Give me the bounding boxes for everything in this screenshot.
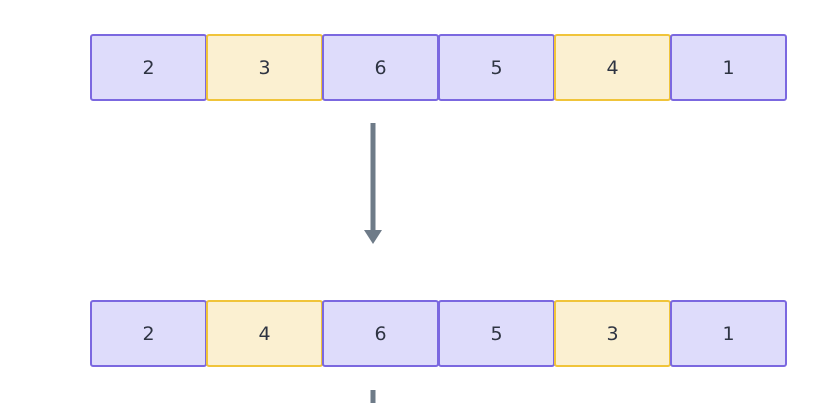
- array-before-cell-2: 6: [322, 34, 439, 101]
- array-after-cell-4: 3: [554, 300, 671, 367]
- arrow-down-icon: [364, 123, 382, 244]
- array-before-cell-3: 5: [438, 34, 555, 101]
- array-before: 2 3 6 5 4 1: [90, 34, 787, 101]
- array-after-cell-2: 6: [322, 300, 439, 367]
- array-after-cell-5: 1: [670, 300, 787, 367]
- array-before-cell-1: 3: [206, 34, 323, 101]
- array-after: 2 4 6 5 3 1: [90, 300, 787, 367]
- array-after-cell-1: 4: [206, 300, 323, 367]
- array-before-cell-0: 2: [90, 34, 207, 101]
- array-before-cell-5: 1: [670, 34, 787, 101]
- array-before-cell-4: 4: [554, 34, 671, 101]
- arrow-down-partial-icon: [370, 390, 376, 403]
- array-after-cell-0: 2: [90, 300, 207, 367]
- array-after-cell-3: 5: [438, 300, 555, 367]
